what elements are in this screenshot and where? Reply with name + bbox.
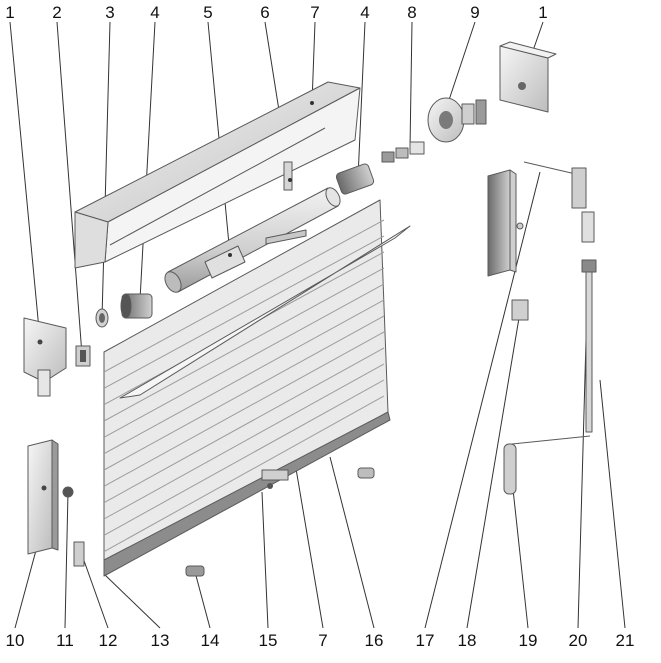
callout-top-10: 9 [470,3,479,22]
callout-top-9: 8 [407,3,416,22]
callout-bottom-1: 10 [6,631,25,650]
callout-top-6: 6 [260,3,269,22]
end-plug-left [120,293,153,319]
slat-line [103,283,385,438]
roller-tube [164,187,341,293]
tube-clip [265,161,307,245]
end-stop [357,467,375,479]
gear-box [427,97,487,143]
callout-bottom-6: 15 [259,631,278,650]
end-plug-right [335,163,375,195]
slat-line [103,331,385,487]
callout-top-2: 2 [52,3,61,22]
callout-top-4: 4 [150,3,159,22]
callout-bottom-13: 21 [616,631,635,650]
callout-bottom-3: 12 [99,631,118,650]
callout-top-3: 3 [105,3,114,22]
slat-line [103,315,385,471]
callout-bottom-11: 19 [519,631,538,650]
shutter-curtain [103,199,411,577]
side-plate-right [499,41,557,113]
rail-cap [62,486,74,498]
crank-rod [503,259,597,495]
callout-top-1: 1 [5,3,14,22]
callout-bottom-2: 11 [56,631,74,650]
rail-lock [73,541,85,567]
callout-top-7: 7 [310,3,319,22]
screw [185,565,205,577]
bearing [95,308,109,328]
callout-top-8: 4 [360,3,369,22]
slat-line [103,363,385,520]
guide-rail-right [487,169,524,277]
callout-bottom-9: 17 [416,631,435,650]
slat-line [103,347,385,504]
callout-top-11: 1 [538,3,547,22]
callouts-top: 1 2 3 4 5 6 7 4 8 9 1 [5,3,547,22]
slat-line [103,267,385,422]
guide-rail-left [27,439,59,555]
callout-bottom-8: 16 [365,631,384,650]
callout-bottom-12: 20 [569,631,588,650]
cover-box [74,81,361,269]
callout-top-5: 5 [203,3,212,22]
callout-bottom-5: 14 [201,631,220,650]
slat-line [103,379,385,536]
wall-clip [511,299,529,321]
latch [261,469,289,489]
slat-line [103,219,385,373]
crank-bracket [523,161,595,243]
callouts-bottom: 10 11 12 13 14 15 7 16 17 18 19 20 21 [6,631,635,650]
shaft-coupling [381,141,425,163]
side-plate-left [23,317,67,397]
slat-line [103,235,385,389]
callout-bottom-10: 18 [458,631,477,650]
callout-bottom-4: 13 [151,631,170,650]
small-clip [75,345,91,367]
slat-line [103,299,385,455]
slat-line [103,395,385,553]
callout-bottom-7: 7 [318,631,327,650]
